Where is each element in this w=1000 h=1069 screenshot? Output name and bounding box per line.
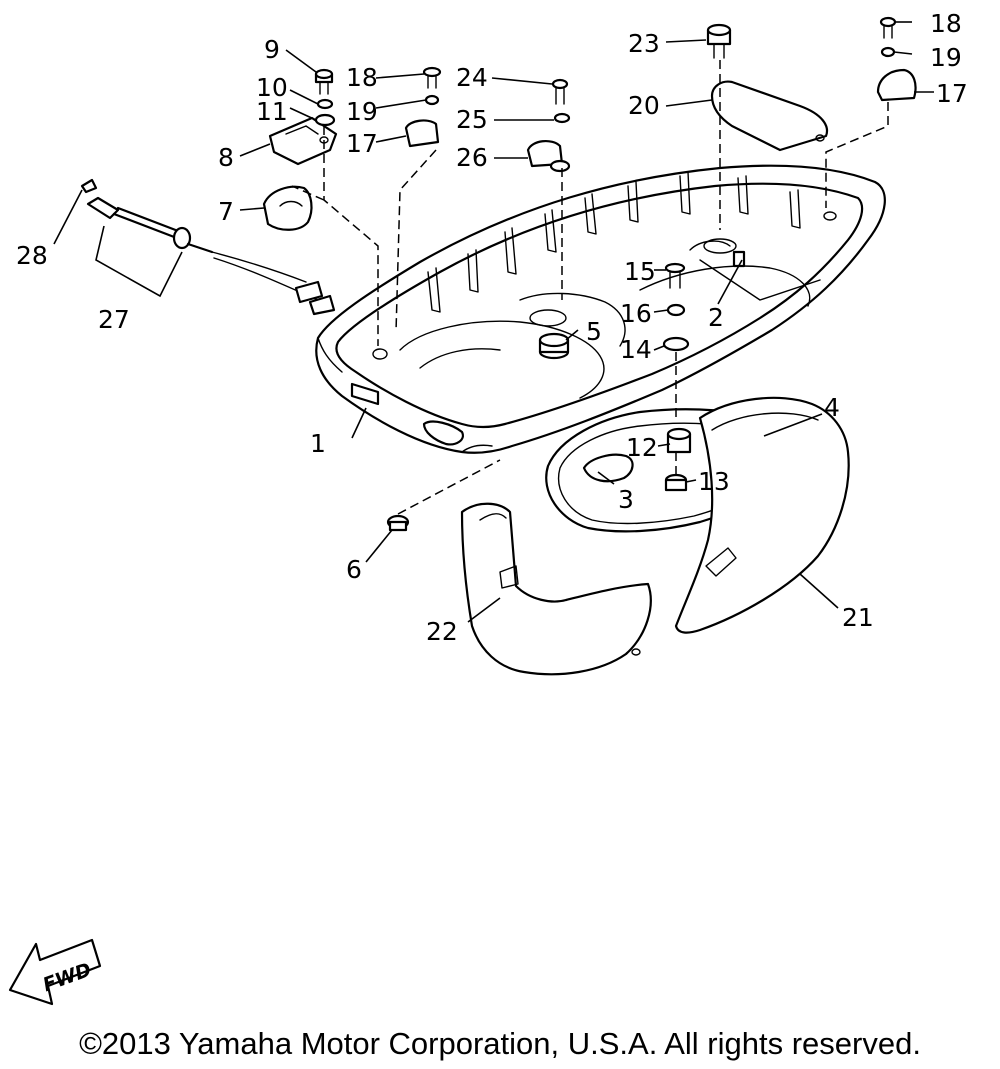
callout-23: 23 [628, 29, 660, 58]
part-13-collar [664, 473, 688, 492]
callout-15: 15 [624, 257, 656, 286]
part-12-plug [666, 427, 692, 454]
callout-28: 28 [16, 241, 48, 270]
part-5-grommet [538, 332, 570, 360]
part-27-cable [86, 196, 336, 316]
bottom-cowling [315, 164, 886, 454]
part-22-cover [460, 502, 652, 676]
callout-10: 10 [256, 73, 288, 102]
callouts: 1 2 3 4 5 6 7 8 9 10 11 12 13 14 15 16 1… [16, 9, 968, 646]
callout-13: 13 [698, 467, 730, 496]
callout-19-right: 19 [930, 43, 962, 72]
callout-22: 22 [426, 617, 458, 646]
callout-11: 11 [256, 97, 288, 126]
part-11-washer [314, 113, 336, 127]
callout-16: 16 [620, 299, 652, 328]
part-28-tie [80, 178, 98, 194]
part-23-bolt [706, 23, 732, 59]
part-18-bolt-left [422, 66, 442, 89]
part-18-bolt-right [879, 16, 897, 39]
callout-7: 7 [218, 197, 234, 226]
callout-5: 5 [586, 317, 602, 346]
assembly-lines [291, 60, 889, 515]
callout-19-left: 19 [346, 97, 378, 126]
callout-21: 21 [842, 603, 874, 632]
part-3-plate [582, 453, 634, 483]
part-15-bolt [664, 262, 686, 289]
callout-6: 6 [346, 555, 362, 584]
part-19-washer-right [880, 46, 896, 58]
part-24-bolt [551, 78, 569, 105]
callout-12: 12 [626, 433, 658, 462]
callout-17-left: 17 [346, 129, 378, 158]
part-20-cover-plate [710, 80, 829, 152]
callout-25: 25 [456, 105, 488, 134]
callout-14: 14 [620, 335, 652, 364]
callout-9: 9 [264, 35, 280, 64]
part-10-washer [316, 98, 334, 110]
part-7-grommet [262, 185, 313, 231]
part-25-washer [553, 112, 571, 124]
copyright-notice: ©2013 Yamaha Motor Corporation, U.S.A. A… [79, 1026, 921, 1061]
part-21-cover [674, 396, 850, 634]
leader-lines [53, 21, 934, 623]
callout-3: 3 [618, 485, 634, 514]
callout-1: 1 [310, 429, 326, 458]
part-16-washer [666, 303, 686, 317]
part-9-bolt [314, 68, 334, 95]
callout-18-right: 18 [930, 9, 962, 38]
callout-18-left: 18 [346, 63, 378, 92]
callout-24: 24 [456, 63, 488, 92]
callout-20: 20 [628, 91, 660, 120]
callout-26: 26 [456, 143, 488, 172]
fwd-arrow-icon: FWD [8, 938, 102, 1006]
callout-8: 8 [218, 143, 234, 172]
callout-17-right: 17 [936, 79, 968, 108]
part-6-plug [386, 514, 410, 532]
part-17-clip-left [404, 119, 440, 148]
callout-27: 27 [98, 305, 130, 334]
callout-4: 4 [824, 393, 840, 422]
part-14-washer [662, 336, 690, 352]
part-17-clip-right [876, 68, 917, 102]
callout-2: 2 [708, 303, 724, 332]
part-26-clip [526, 140, 571, 173]
part-19-washer-left [424, 94, 440, 106]
